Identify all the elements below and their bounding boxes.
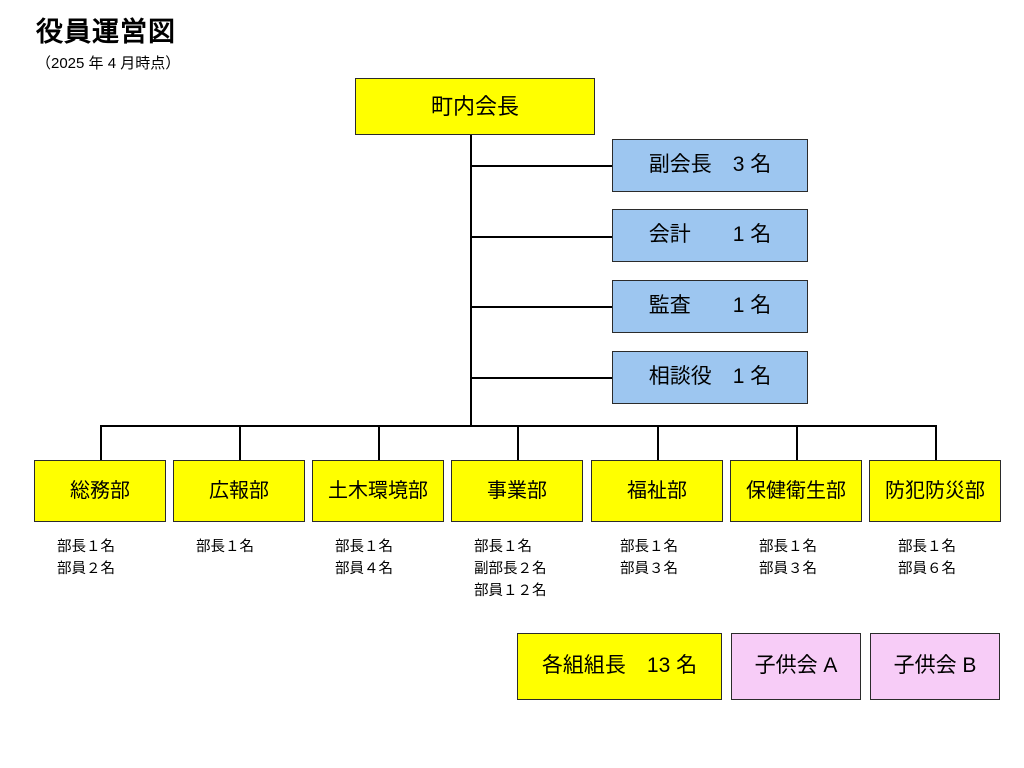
connector-drop-7 — [935, 425, 937, 460]
connector-officer-2 — [470, 236, 612, 238]
staff-note-general-affairs: 部長１名 部員２名 — [57, 539, 115, 578]
node-department-crime-disaster-prevention[interactable]: 防犯防災部 — [869, 460, 1001, 522]
staff-note-welfare: 部長１名 部員３名 — [620, 539, 678, 578]
node-department-business[interactable]: 事業部 — [451, 460, 583, 522]
node-childrens-association-a[interactable]: 子供会 A — [731, 633, 861, 700]
node-department-civil-environment[interactable]: 土木環境部 — [312, 460, 444, 522]
connector-officer-1 — [470, 165, 612, 167]
connector-officer-4 — [470, 377, 612, 379]
connector-drop-1 — [100, 425, 102, 460]
node-group-leaders[interactable]: 各組組長 13 名 — [517, 633, 722, 700]
staff-note-civil-environment: 部長１名 部員４名 — [335, 539, 393, 578]
connector-drop-4 — [517, 425, 519, 460]
connector-drop-5 — [657, 425, 659, 460]
page-subtitle: （2025 年 4 月時点） — [36, 55, 181, 72]
node-department-health-sanitation[interactable]: 保健衛生部 — [730, 460, 862, 522]
node-department-general-affairs[interactable]: 総務部 — [34, 460, 166, 522]
node-childrens-association-b[interactable]: 子供会 B — [870, 633, 1000, 700]
connector-trunk-vertical — [470, 135, 472, 426]
page-title: 役員運営図 — [36, 17, 176, 47]
node-department-welfare[interactable]: 福祉部 — [591, 460, 723, 522]
connector-drop-2 — [239, 425, 241, 460]
node-accounting[interactable]: 会計 1 名 — [612, 209, 808, 262]
connector-drop-3 — [378, 425, 380, 460]
node-vice-chairman[interactable]: 副会長 3 名 — [612, 139, 808, 192]
node-advisor[interactable]: 相談役 1 名 — [612, 351, 808, 404]
staff-note-health-sanitation: 部長１名 部員３名 — [759, 539, 817, 578]
connector-drop-6 — [796, 425, 798, 460]
staff-note-business: 部長１名 副部長２名 部員１２名 — [474, 539, 547, 600]
staff-note-crime-disaster-prevention: 部長１名 部員６名 — [898, 539, 956, 578]
node-audit[interactable]: 監査 1 名 — [612, 280, 808, 333]
connector-officer-3 — [470, 306, 612, 308]
staff-note-public-relations: 部長１名 — [196, 539, 254, 555]
node-department-public-relations[interactable]: 広報部 — [173, 460, 305, 522]
node-chairman[interactable]: 町内会長 — [355, 78, 595, 135]
